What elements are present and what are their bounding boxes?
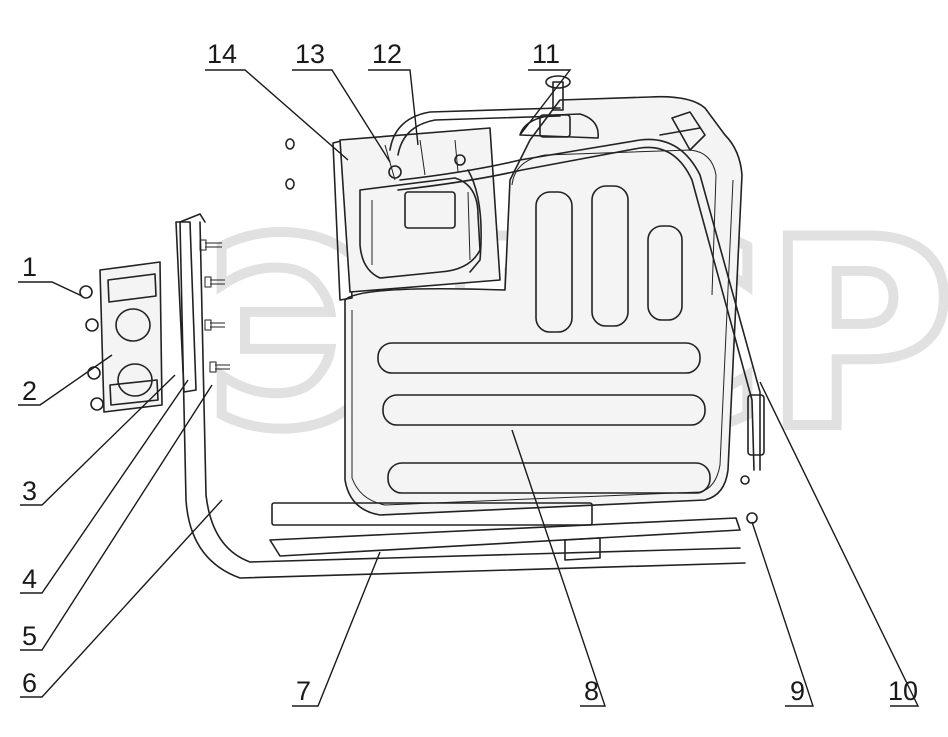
- loose-nuts: [285, 138, 295, 190]
- callout-5: 5: [22, 621, 37, 651]
- leader-lines: [18, 69, 920, 707]
- rear-fitting: [659, 111, 706, 151]
- bolt-set: [199, 239, 230, 373]
- mounting-strap: [179, 213, 746, 579]
- callout-8: 8: [584, 676, 599, 706]
- fuel-tank: [344, 95, 743, 516]
- callout-4: 4: [22, 564, 37, 594]
- callout-11: 11: [532, 39, 560, 69]
- callout-2: 2: [22, 376, 37, 406]
- mounting-plate: [79, 261, 163, 413]
- callout-6: 6: [22, 668, 37, 698]
- pump-module: [332, 127, 501, 301]
- callout-3: 3: [22, 476, 37, 506]
- fuel-lines: [389, 107, 765, 471]
- callout-12: 12: [372, 39, 402, 69]
- nut-set: [79, 285, 104, 411]
- callout-14: 14: [207, 39, 237, 69]
- callout-1: 1: [22, 252, 37, 282]
- callout-labels: 1 2 3 4 5 6 7 8 9 10 11 12 13 14: [22, 39, 918, 706]
- callout-13: 13: [295, 39, 325, 69]
- filler-neck: [519, 75, 599, 139]
- callout-7: 7: [296, 676, 311, 706]
- callout-10: 10: [888, 676, 918, 706]
- callout-9: 9: [790, 676, 805, 706]
- support-bar: [175, 221, 230, 393]
